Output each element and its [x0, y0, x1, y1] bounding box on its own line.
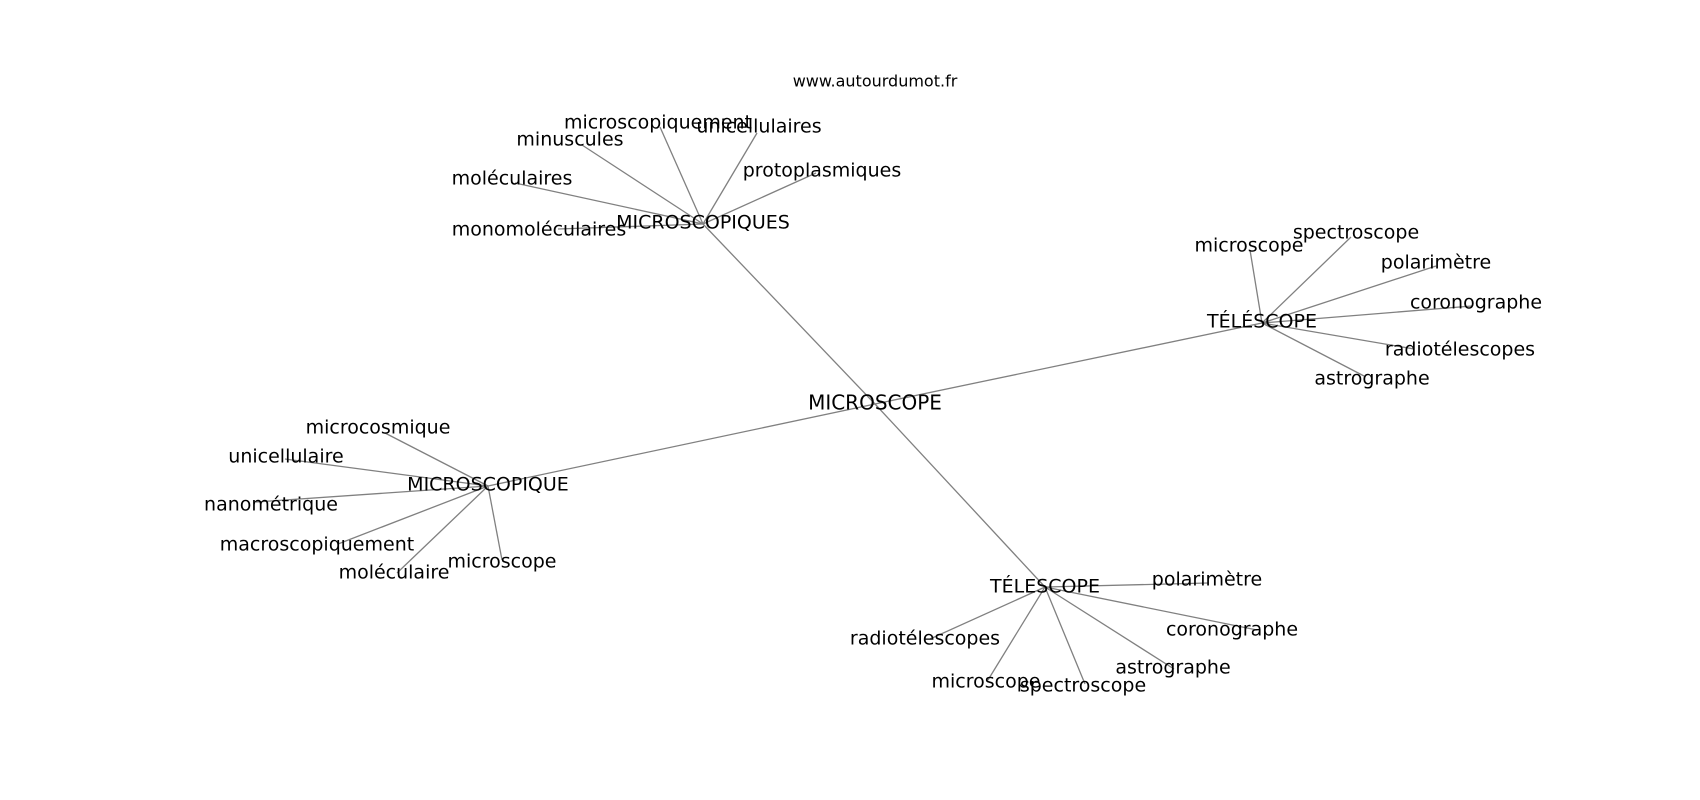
- leaf-node-3-2[interactable]: unicellulaire: [228, 446, 343, 468]
- leaf-node-4-4[interactable]: spectroscope: [1020, 675, 1146, 697]
- hub-node-3[interactable]: MICROSCOPIQUE: [407, 474, 569, 496]
- edge-hub-2-leaf-2: [1261, 236, 1352, 324]
- leaf-node-1-6[interactable]: monomoléculaires: [452, 219, 627, 241]
- edge-hub-3-leaf-2: [284, 458, 489, 487]
- edge-hub-2-leaf-6: [1261, 322, 1365, 377]
- edge-hub-2-leaf-1: [1249, 249, 1263, 324]
- leaf-node-1-3[interactable]: minuscules: [516, 129, 623, 151]
- leaf-node-1-2[interactable]: unicellulaires: [696, 116, 821, 138]
- leaf-node-4-5[interactable]: microscope: [932, 671, 1041, 693]
- edge-hub-2-leaf-5: [1261, 322, 1415, 350]
- leaf-node-2-1[interactable]: microscope: [1195, 235, 1304, 257]
- leaf-node-3-3[interactable]: nanométrique: [204, 494, 338, 516]
- hub-node-2[interactable]: TÉLÉSCOPE: [1206, 310, 1317, 333]
- leaf-node-2-5[interactable]: radiotélescopes: [1385, 339, 1535, 361]
- edge-hub-1-leaf-2: [702, 132, 758, 225]
- leaf-node-3-4[interactable]: macroscopiquement: [220, 534, 414, 556]
- leaf-node-4-6[interactable]: radiotélescopes: [850, 628, 1000, 650]
- edge-hub-1-leaf-6: [557, 223, 704, 230]
- edge-hub-2-leaf-3: [1261, 265, 1437, 324]
- leaf-node-4-1[interactable]: polarimètre: [1152, 569, 1262, 591]
- hub-node-1[interactable]: MICROSCOPIQUES: [616, 212, 790, 234]
- center-node[interactable]: MICROSCOPE: [808, 391, 942, 415]
- edge-center-hub-3: [487, 403, 876, 487]
- leaf-node-1-4[interactable]: protoplasmiques: [743, 160, 902, 182]
- edge-hub-3-leaf-4: [337, 485, 489, 545]
- leaf-node-2-6[interactable]: astrographe: [1314, 368, 1429, 390]
- leaf-node-1-1[interactable]: microscopiquement: [564, 112, 752, 134]
- leaf-node-3-5[interactable]: moléculaire: [339, 562, 450, 584]
- leaf-node-3-6[interactable]: microscope: [448, 551, 557, 573]
- leaf-node-3-1[interactable]: microcosmique: [306, 417, 451, 439]
- edge-hub-3-leaf-3: [255, 485, 489, 503]
- leaf-node-4-2[interactable]: coronographe: [1166, 619, 1298, 641]
- edge-hub-1-leaf-3: [581, 144, 704, 225]
- edge-hub-4-leaf-4: [1044, 586, 1086, 685]
- edge-hub-2-leaf-4: [1261, 305, 1473, 324]
- hub-node-4[interactable]: TÉLESCOPE: [989, 575, 1100, 598]
- edge-center-hub-1: [702, 223, 876, 405]
- edge-hub-3-leaf-1: [384, 432, 489, 487]
- leaf-node-4-3[interactable]: astrographe: [1115, 657, 1230, 679]
- edge-hub-4-leaf-5: [987, 586, 1046, 681]
- watermark: www.autourdumot.fr: [793, 72, 958, 91]
- edge-center-hub-4: [874, 403, 1046, 588]
- edge-hub-1-leaf-4: [702, 172, 817, 225]
- edge-hub-4-leaf-1: [1044, 582, 1209, 588]
- edge-hub-4-leaf-3: [1044, 586, 1175, 670]
- graph-edges: [255, 126, 1473, 685]
- edge-center-hub-2: [874, 322, 1263, 405]
- edge-hub-3-leaf-5: [396, 485, 489, 574]
- leaf-node-2-3[interactable]: polarimètre: [1381, 252, 1491, 274]
- edge-hub-4-leaf-6: [929, 586, 1046, 640]
- edge-hub-1-leaf-1: [659, 126, 704, 225]
- leaf-node-2-4[interactable]: coronographe: [1410, 292, 1542, 314]
- leaf-node-2-2[interactable]: spectroscope: [1293, 222, 1419, 244]
- leaf-node-1-5[interactable]: moléculaires: [452, 168, 573, 190]
- edge-hub-1-leaf-5: [514, 182, 704, 225]
- edge-hub-3-leaf-6: [487, 485, 503, 561]
- graph-labels: www.autourdumot.fr MICROSCOPE MICROSCOPI…: [204, 72, 1542, 697]
- edge-hub-4-leaf-2: [1044, 586, 1258, 631]
